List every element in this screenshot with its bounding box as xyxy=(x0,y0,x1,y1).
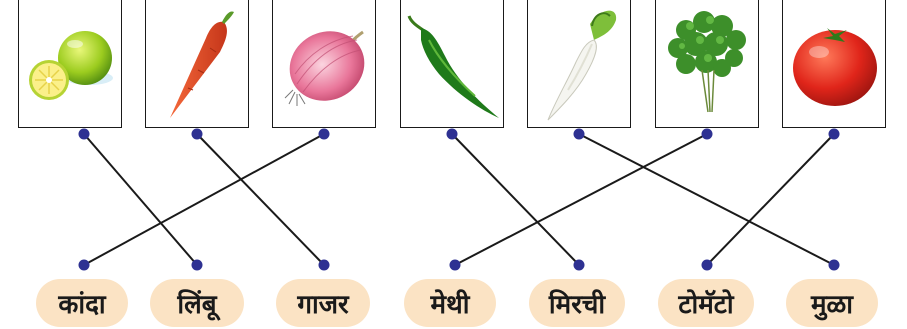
fenugreek-leaves-icon xyxy=(668,11,746,113)
picture-card-radish xyxy=(527,0,631,128)
picture-dot-chilli[interactable] xyxy=(446,128,458,140)
word-pill-methi[interactable]: मेथी xyxy=(404,279,496,327)
word-dot-1[interactable] xyxy=(78,259,90,271)
lemon-icon xyxy=(29,31,113,100)
word-pill-mula[interactable]: मुळा xyxy=(786,279,878,327)
match-line-chilli xyxy=(451,133,580,266)
carrot-icon xyxy=(170,11,234,119)
picture-dot-carrot[interactable] xyxy=(191,128,203,140)
word-dot-6[interactable] xyxy=(701,259,713,271)
picture-dot-onion[interactable] xyxy=(318,128,330,140)
picture-card-tomato xyxy=(782,0,886,128)
picture-dot-fenugreek[interactable] xyxy=(701,128,713,140)
onion-icon xyxy=(284,30,365,106)
picture-card-lemon xyxy=(18,0,122,128)
picture-card-fenugreek xyxy=(655,0,759,128)
word-pill-limbu[interactable]: लिंबू xyxy=(150,279,244,327)
word-pill-kanda[interactable]: कांदा xyxy=(36,279,128,327)
match-line-onion xyxy=(83,133,325,266)
picture-card-onion xyxy=(272,0,376,128)
match-line-radish xyxy=(578,133,835,266)
word-pill-gajar[interactable]: गाजर xyxy=(276,279,370,327)
word-pill-mirchi[interactable]: मिरची xyxy=(529,279,625,327)
word-dot-2[interactable] xyxy=(191,259,203,271)
match-line-carrot xyxy=(196,133,325,266)
word-pill-tomato[interactable]: टोमॅटो xyxy=(658,279,754,327)
picture-card-carrot xyxy=(145,0,249,128)
picture-dot-radish[interactable] xyxy=(573,128,585,140)
word-dot-7[interactable] xyxy=(828,259,840,271)
picture-card-chilli xyxy=(400,0,504,128)
match-line-tomato xyxy=(706,133,835,266)
radish-icon xyxy=(547,10,617,121)
word-dot-5[interactable] xyxy=(573,259,585,271)
match-line-fenugreek xyxy=(454,133,708,266)
green-chilli-icon xyxy=(407,15,499,118)
picture-dot-tomato[interactable] xyxy=(828,128,840,140)
picture-dot-lemon[interactable] xyxy=(78,128,90,140)
match-line-lemon xyxy=(83,133,198,266)
tomato-icon xyxy=(793,28,877,106)
word-dot-4[interactable] xyxy=(449,259,461,271)
word-dot-3[interactable] xyxy=(318,259,330,271)
